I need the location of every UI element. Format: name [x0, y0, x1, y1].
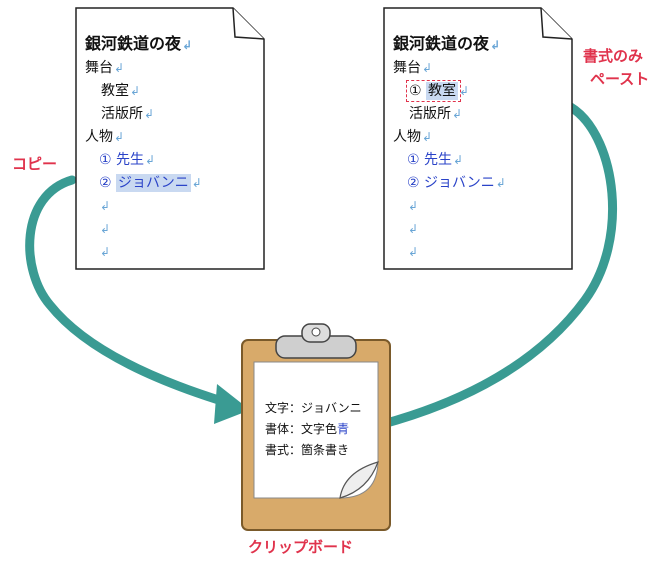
doc-line: 教室↲ [101, 83, 141, 99]
paste-format-label-1: 書式のみ [583, 47, 644, 65]
doc-title: 銀河鉄道の夜↲ [393, 34, 501, 53]
doc-line: ② ジョバンニ↲ [407, 175, 506, 191]
doc-line: 舞台↲ [393, 60, 433, 76]
doc-line: 活版所↲ [101, 106, 155, 122]
doc-empty-line: ↲ [408, 222, 419, 236]
copy-label: コピー [12, 155, 58, 173]
copy-arrow [25, 175, 230, 407]
doc-line: 人物↲ [85, 129, 125, 145]
doc-empty-line: ↲ [408, 199, 419, 213]
paste-target-box: ① 教室 [405, 80, 462, 102]
right-document: 銀河鉄道の夜↲ 舞台↲ ① 教室↲ 活版所↲ 人物↲ ① 先生↲ ② ジョバンニ… [383, 7, 573, 270]
doc-line-pasted: ① 教室↲ [405, 80, 470, 102]
doc-empty-line: ↲ [408, 245, 419, 259]
doc-line: 舞台↲ [85, 60, 125, 76]
doc-line-selected: ② ジョバンニ↲ [99, 174, 202, 192]
paste-format-label-2: ペースト [590, 70, 650, 88]
doc-empty-line: ↲ [100, 222, 111, 236]
document-page-icon [383, 7, 573, 270]
selection-highlight: ジョバンニ [116, 174, 191, 192]
doc-empty-line: ↲ [100, 199, 111, 213]
clipboard-icon [241, 323, 391, 531]
doc-line: ① 先生↲ [407, 152, 464, 168]
clipboard-content: 文字：ジョバンニ 書体：文字色青 書式：箇条書き [265, 398, 362, 461]
document-page-icon [75, 7, 265, 270]
copy-arrowhead [214, 384, 250, 424]
doc-empty-line: ↲ [100, 245, 111, 259]
clipboard-row: 文字：ジョバンニ [265, 401, 362, 415]
doc-line: 人物↲ [393, 129, 433, 145]
clipboard-row: 書式：箇条書き [265, 443, 350, 457]
left-document: 銀河鉄道の夜↲ 舞台↲ 教室↲ 活版所↲ 人物↲ ① 先生↲ ② ジョバンニ↲ … [75, 7, 265, 270]
doc-line: ① 先生↲ [99, 152, 156, 168]
clipboard-label: クリップボード [248, 538, 354, 556]
doc-line: 活版所↲ [409, 106, 463, 122]
clipboard-row: 書体：文字色青 [265, 422, 350, 436]
doc-title: 銀河鉄道の夜↲ [85, 34, 193, 53]
